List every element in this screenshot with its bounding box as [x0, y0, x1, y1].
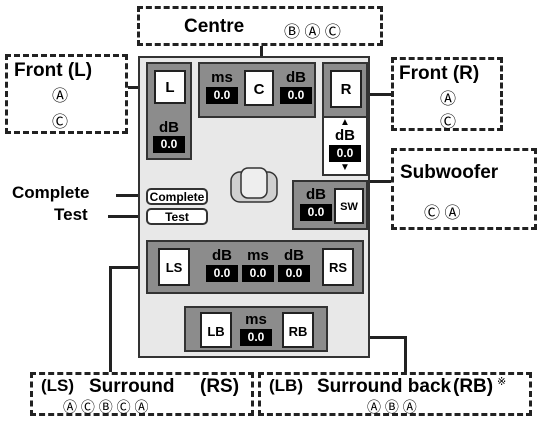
down-arrow-icon[interactable]: ▼ — [340, 162, 350, 173]
surround-back-right-speaker-icon[interactable]: RB — [282, 312, 314, 348]
sub-db-value[interactable]: 0.0 — [300, 204, 332, 221]
front-right-db-unit: dB — [335, 127, 355, 144]
surround-back-title: Surround back — [317, 376, 452, 397]
subwoofer-marks: Ⓒ Ⓐ — [424, 205, 461, 222]
front-right-title: Front (R) — [399, 63, 480, 84]
speaker-label-l: L — [165, 79, 175, 96]
speaker-label-r: R — [340, 81, 352, 98]
centre-db-unit: dB — [286, 69, 306, 86]
front-right-mark-1: Ⓐ — [440, 91, 457, 108]
back-ms-unit: ms — [245, 311, 267, 328]
surround-back-callout: (LB) Surround back (RB) ※ Ⓐ Ⓑ Ⓐ — [258, 372, 532, 416]
surround-group: LS dB 0.0 ms 0.0 dB 0.0 RS — [146, 240, 364, 294]
centre-speaker-icon[interactable]: C — [244, 70, 274, 106]
front-left-mark-1: Ⓐ — [52, 88, 69, 105]
front-left-group: L dB 0.0 — [146, 62, 192, 160]
surround-marks: Ⓐ Ⓒ Ⓑ Ⓒ Ⓐ — [63, 399, 149, 415]
surround-left-speaker-icon[interactable]: LS — [158, 248, 190, 286]
surround-back-right-tag: (RB) — [453, 376, 494, 397]
complete-side-label: Complete — [12, 183, 90, 202]
subwoofer-title: Subwoofer — [400, 162, 499, 183]
surround-ls-db-value[interactable]: 0.0 — [206, 265, 238, 282]
complete-button[interactable]: Complete — [146, 188, 208, 205]
centre-callout: Centre Ⓑ Ⓐ Ⓒ — [137, 6, 383, 46]
front-left-db-unit: dB — [159, 119, 179, 136]
sub-db-unit: dB — [306, 186, 326, 203]
centre-db-value[interactable]: 0.0 — [280, 87, 312, 104]
speaker-label-rs: RS — [328, 260, 348, 275]
surround-back-left-tag: (LB) — [269, 376, 303, 395]
centre-ms-unit: ms — [211, 69, 233, 86]
surround-rs-db-unit: dB — [284, 247, 304, 264]
front-right-speaker-icon[interactable]: R — [330, 70, 362, 108]
test-side-label: Test — [54, 205, 88, 224]
surround-rs-db-value[interactable]: 0.0 — [278, 265, 310, 282]
subwoofer-group: dB 0.0 SW — [292, 180, 368, 230]
surround-left-tag: (LS) — [41, 376, 75, 395]
speaker-label-c: C — [253, 81, 265, 98]
listener-seat-icon — [230, 166, 278, 204]
surround-callout: (LS) Surround (RS) Ⓐ Ⓒ Ⓑ Ⓒ Ⓐ — [30, 372, 254, 416]
front-right-db-control: ▲ dB 0.0 ▼ — [322, 116, 368, 176]
up-arrow-icon[interactable]: ▲ — [340, 117, 350, 128]
test-button[interactable]: Test — [146, 208, 208, 225]
front-left-title: Front (L) — [14, 60, 93, 81]
centre-title: Centre — [184, 16, 245, 37]
front-left-speaker-icon[interactable]: L — [154, 70, 186, 104]
front-right-db-value[interactable]: 0.0 — [329, 145, 361, 162]
centre-group: ms 0.0 C dB 0.0 — [198, 62, 316, 118]
surround-back-marks: Ⓐ Ⓑ Ⓐ — [367, 399, 417, 415]
surround-ms-value[interactable]: 0.0 — [242, 265, 274, 282]
subwoofer-callout: Subwoofer Ⓒ Ⓐ — [391, 148, 537, 230]
front-right-group: R — [322, 62, 368, 118]
front-right-callout: Front (R) Ⓐ Ⓒ — [391, 57, 503, 131]
front-right-mark-2: Ⓒ — [440, 114, 457, 131]
front-left-callout: Front (L) Ⓐ Ⓒ — [5, 54, 128, 134]
surround-right-speaker-icon[interactable]: RS — [322, 248, 354, 286]
speaker-label-ls: LS — [165, 260, 183, 275]
surround-right-tag: (RS) — [200, 376, 240, 397]
speaker-label-sw: SW — [340, 201, 358, 213]
surround-back-left-speaker-icon[interactable]: LB — [200, 312, 232, 348]
centre-ms-value[interactable]: 0.0 — [206, 87, 238, 104]
subwoofer-speaker-icon[interactable]: SW — [334, 188, 364, 224]
front-left-mark-2: Ⓒ — [52, 114, 69, 131]
front-left-db-value[interactable]: 0.0 — [153, 136, 185, 153]
back-ms-value[interactable]: 0.0 — [240, 329, 272, 346]
surround-ls-db-unit: dB — [212, 247, 232, 264]
surround-ms-unit: ms — [247, 247, 269, 264]
centre-marks: Ⓑ Ⓐ Ⓒ — [284, 24, 341, 41]
surround-title: Surround — [89, 376, 175, 397]
surround-back-note: ※ — [497, 376, 507, 388]
surround-back-group: LB ms 0.0 RB — [184, 306, 328, 352]
speaker-label-rb: RB — [288, 324, 308, 339]
speaker-label-lb: LB — [207, 324, 225, 339]
